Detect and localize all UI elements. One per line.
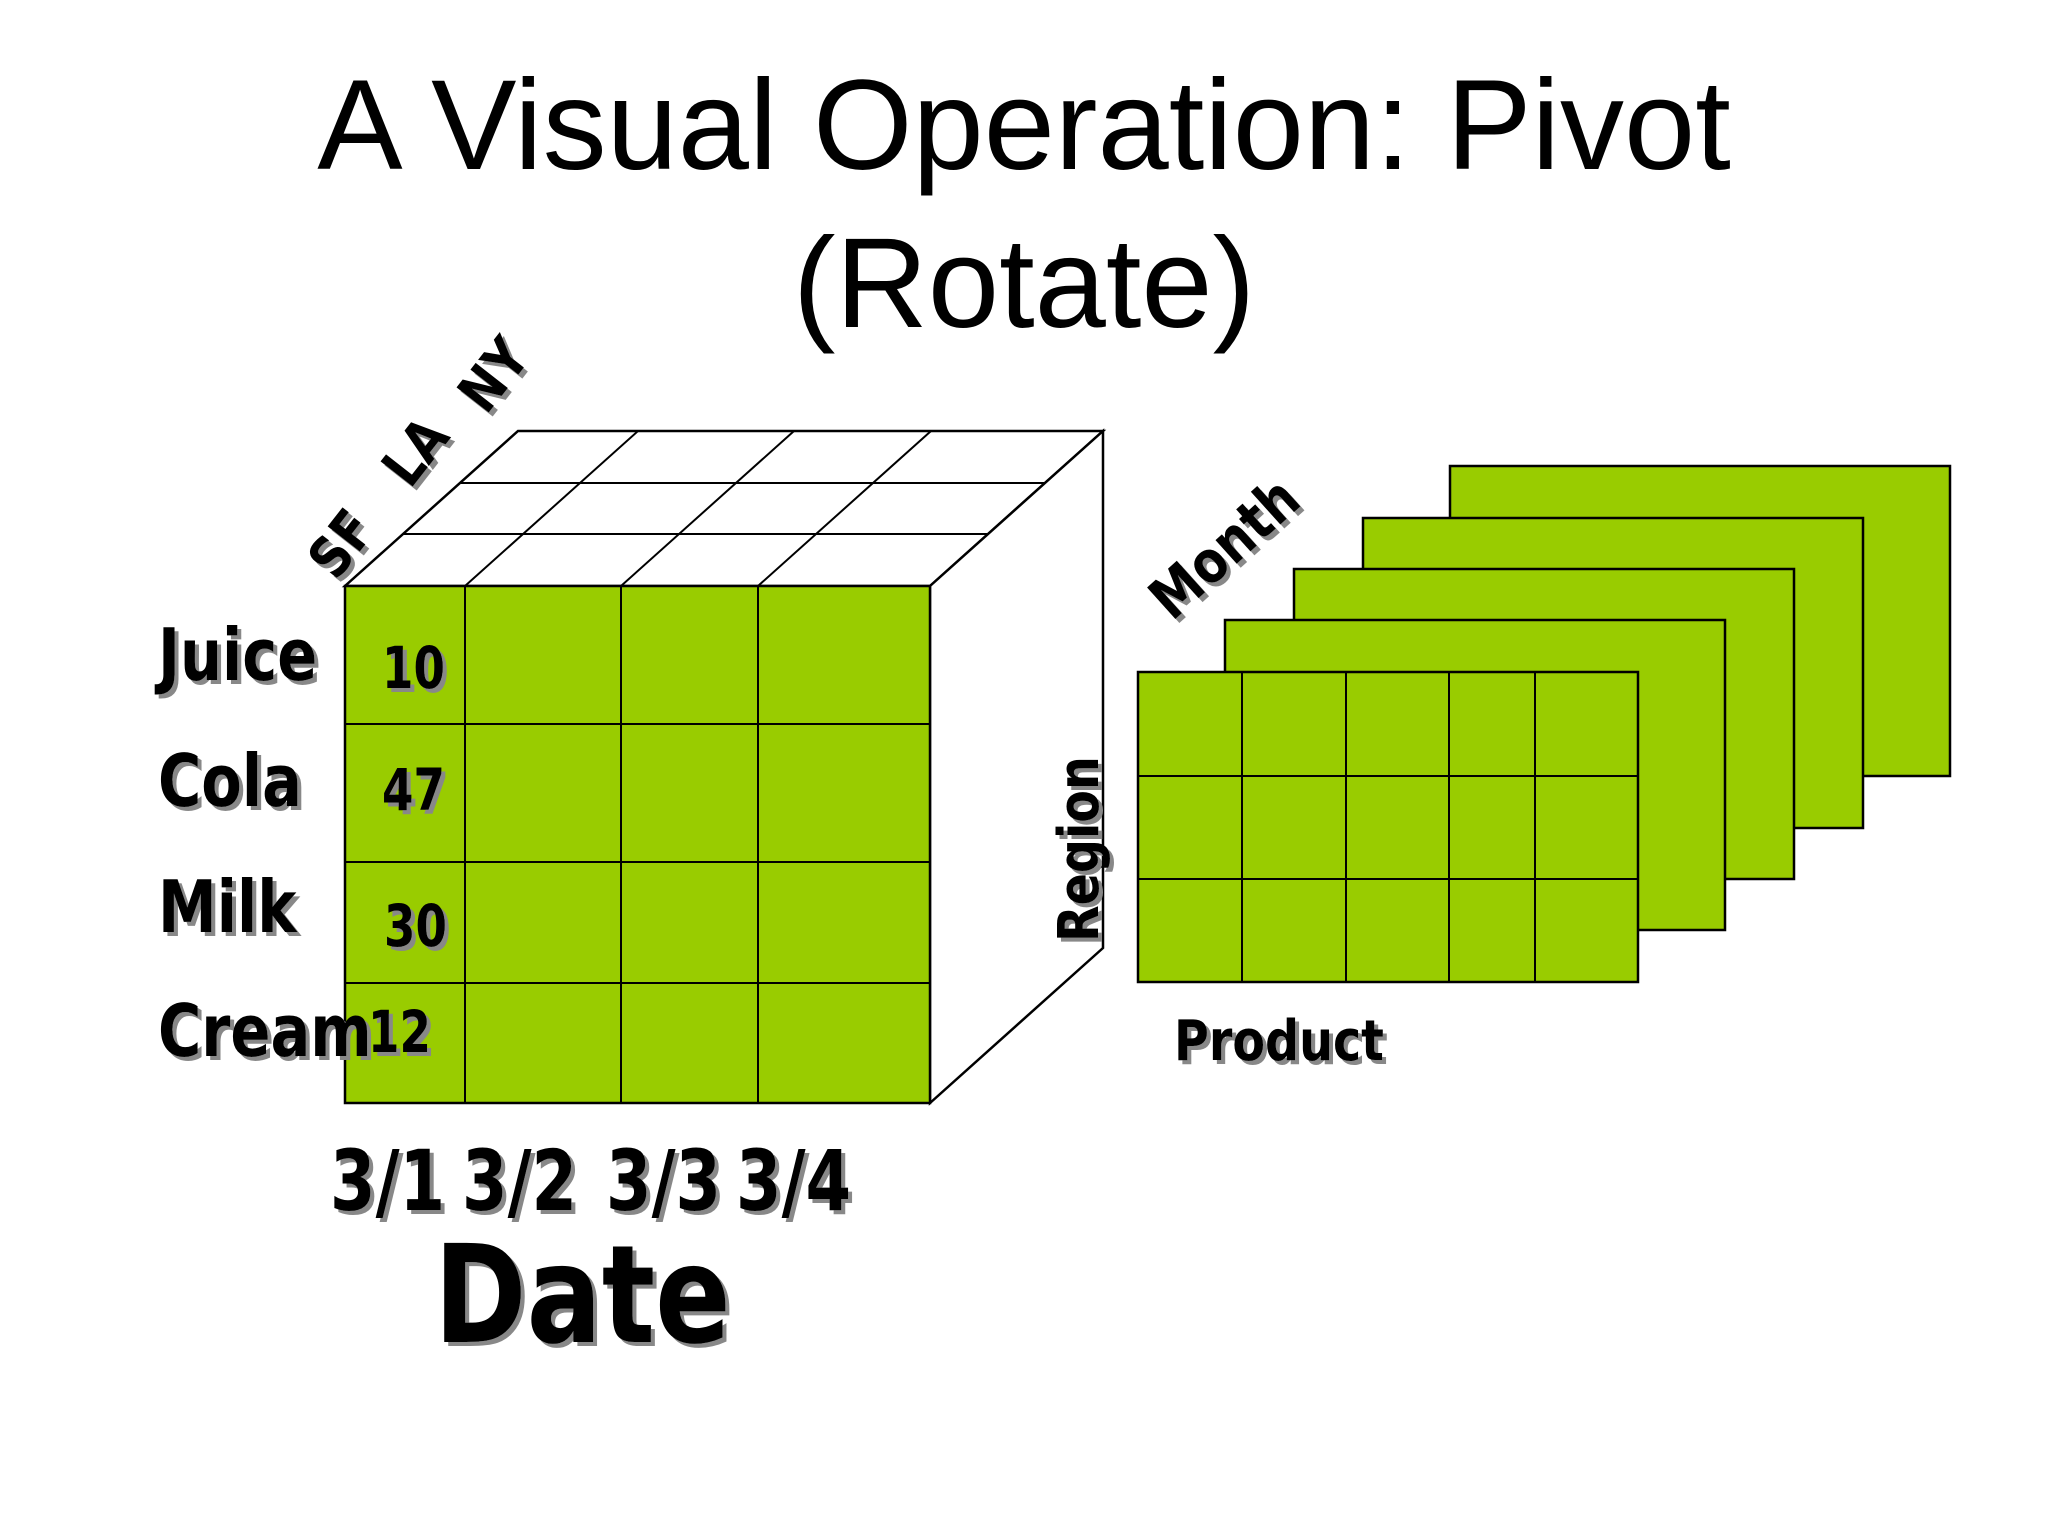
cube-cell-value: 47 (382, 758, 445, 825)
cube-depth-label: NY (446, 325, 543, 424)
cube-cell-value: 12 (368, 1000, 431, 1067)
cube-row-label: Cola (158, 739, 302, 823)
cube-top-column-line (620, 430, 795, 587)
slide-title-line-1: A Visual Operation: Pivot (317, 54, 1731, 197)
cube-top-column-line (464, 430, 639, 587)
cube-column-label: 3/2 (462, 1132, 577, 1230)
cube-side-axis-title: Region (1047, 756, 1112, 942)
cube-column-label: 3/3 (606, 1132, 721, 1230)
slice-front (1136, 670, 1640, 984)
cube-cell-value: 30 (384, 894, 447, 961)
pivot-depth-axis-title: Month (1136, 464, 1313, 633)
cube-front-face (343, 584, 932, 1105)
pivoted-slices: Month Product (1136, 464, 1952, 1074)
slide-title-line-2: (Rotate) (792, 212, 1256, 355)
cube-column-label: 3/4 (736, 1132, 851, 1230)
cube-row-label: Milk (158, 865, 298, 949)
cube-row-label: Cream (158, 989, 372, 1073)
cube-top-column-line (757, 430, 932, 587)
cube-row-label: Juice (154, 613, 317, 697)
cube-depth-label: LA (370, 406, 462, 499)
cube-cell-value: 10 (382, 636, 445, 703)
cube-column-label: 3/1 (330, 1132, 445, 1230)
cube-x-axis-title: Date (434, 1217, 731, 1374)
data-cube: 10 47 30 12 Juice Cola Milk Cream 3/1 3/… (154, 325, 1112, 1375)
pivot-bottom-axis-title: Product (1174, 1009, 1384, 1074)
